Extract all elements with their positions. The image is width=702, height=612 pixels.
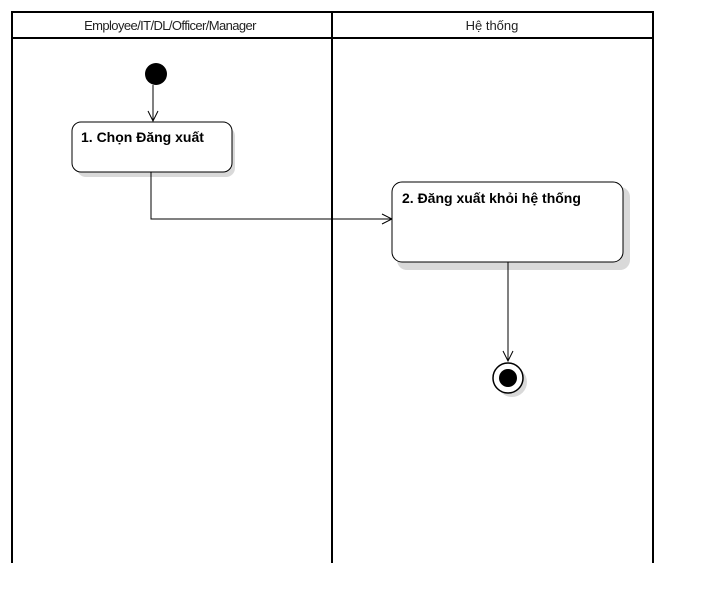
final-node bbox=[492, 362, 527, 397]
flow-action1-to-action2 bbox=[150, 172, 392, 219]
swimlane-frame bbox=[11, 11, 654, 563]
action-node-1: 1. Chọn Đăng xuất bbox=[71, 121, 235, 177]
initial-node bbox=[145, 63, 167, 85]
action-node-2: 2. Đăng xuất khỏi hệ thống bbox=[391, 181, 630, 270]
swimlane-title-system: Hệ thống bbox=[466, 18, 519, 33]
action-1-box bbox=[71, 121, 233, 173]
swimlane-title-actor: Employee/IT/DL/Officer/Manager bbox=[84, 18, 257, 33]
action-1-label: 1. Chọn Đăng xuất bbox=[81, 129, 204, 145]
action-2-label: 2. Đăng xuất khỏi hệ thống bbox=[402, 190, 581, 206]
final-node-dot bbox=[499, 369, 517, 387]
